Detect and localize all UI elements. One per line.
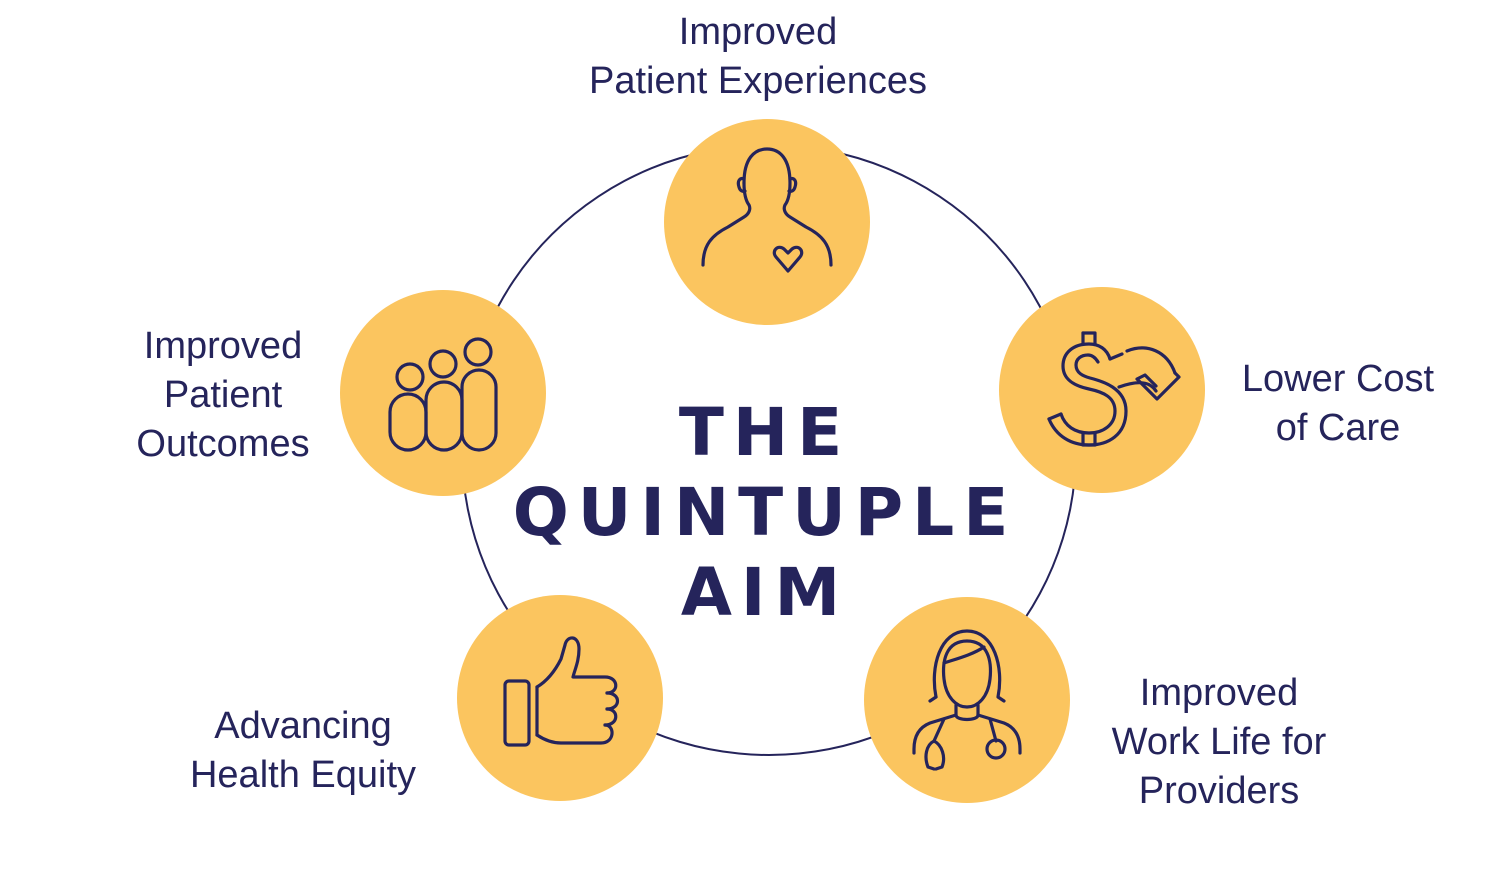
aim-label-line: Improved — [143, 325, 303, 367]
aim-label-work-life-providers: Improved Work Life for Providers — [1086, 669, 1352, 816]
aim-label-line: Providers — [1138, 770, 1300, 812]
aim-node-patient-outcomes — [340, 290, 546, 496]
aim-label-patient-experiences: Improved Patient Experiences — [545, 8, 971, 106]
aim-label-line: Outcomes — [136, 423, 310, 465]
aim-label-line: Health Equity — [189, 754, 416, 796]
aim-label-line: Improved — [678, 11, 838, 53]
aim-label-line: Advancing — [214, 705, 392, 747]
aim-label-line: Patient — [163, 374, 283, 416]
patient-heart-icon — [701, 147, 833, 273]
title-line-3: AIM — [680, 554, 850, 631]
title-line-1: THE — [678, 394, 852, 471]
aim-label-line: of Care — [1275, 407, 1401, 449]
aim-label-line: Work Life for — [1111, 721, 1327, 763]
aim-node-lower-cost — [999, 287, 1205, 493]
diagram-title: THE QUINTUPLE AIM — [470, 393, 1060, 633]
aim-label-health-equity: Advancing Health Equity — [152, 702, 454, 800]
aim-label-line: Lower Cost — [1241, 358, 1435, 400]
dollar-down-arrow-icon — [1047, 331, 1181, 447]
aim-label-lower-cost: Lower Cost of Care — [1212, 355, 1464, 453]
group-of-people-icon — [388, 337, 498, 452]
thumbs-up-icon — [503, 636, 620, 747]
doctor-stethoscope-icon — [912, 629, 1022, 771]
aim-label-line: Improved — [1139, 672, 1299, 714]
aim-node-work-life-providers — [864, 597, 1070, 803]
aim-label-patient-outcomes: Improved Patient Outcomes — [104, 322, 342, 469]
title-line-2: QUINTUPLE — [512, 474, 1018, 551]
aim-node-patient-experiences — [664, 119, 870, 325]
aim-node-health-equity — [457, 595, 663, 801]
aim-label-line: Patient Experiences — [589, 60, 927, 102]
